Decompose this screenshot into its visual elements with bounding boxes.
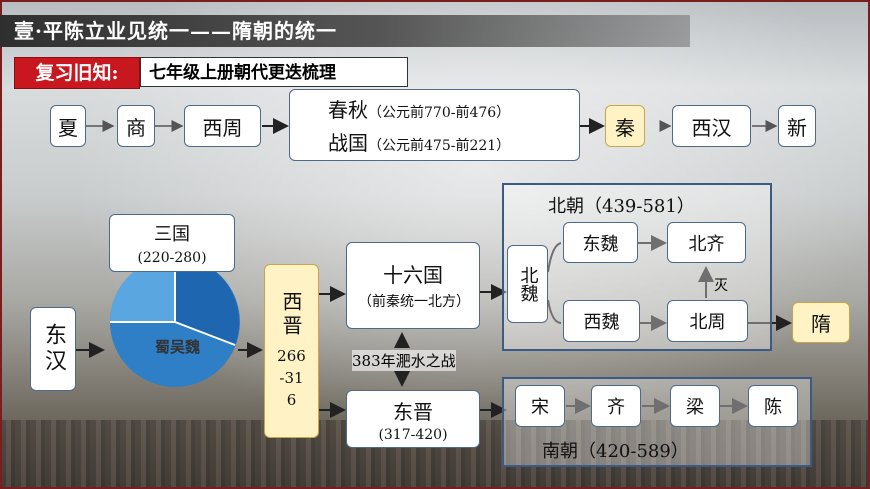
beiwei-label: 北魏 <box>517 266 539 302</box>
dynasty-beizhou: 北周 <box>667 300 748 342</box>
dynasty-liang: 梁 <box>670 385 720 427</box>
dynasty-sui: 隋 <box>792 302 850 343</box>
dynasty-donghan: 东汉 <box>30 307 76 391</box>
nanchao-title: 南朝（420-589） <box>542 441 689 462</box>
xijin-label: 西晋 <box>279 291 303 339</box>
dynasty-xia: 夏 <box>50 105 86 147</box>
mie-label: 灭 <box>714 278 728 294</box>
zhanguo-date: （公元前475-前221） <box>368 138 511 154</box>
chunqiu-label: 春秋 <box>328 98 368 122</box>
dongjin-box: 东晋 (317-420) <box>346 390 480 448</box>
battle-label: 383年淝水之战 <box>352 350 456 371</box>
sanguo-date: (220-280) <box>137 250 207 266</box>
dongjin-date: (317-420) <box>378 426 448 443</box>
dynasty-beiqi: 北齐 <box>667 222 746 263</box>
shiliuguo-box: 十六国 （前秦统一北方） <box>346 242 480 329</box>
xijin-date: 266-316 <box>277 347 306 409</box>
sanguo-box: 三国 (220-280) <box>109 214 235 272</box>
dynasty-xijin: 西晋 266-316 <box>264 264 319 438</box>
shiliuguo-label: 十六国 <box>383 263 443 287</box>
dynasty-chunqiu-zhanguo: 春秋（公元前770-前476） 战国（公元前475-前221） <box>289 89 580 161</box>
dynasty-song: 宋 <box>515 385 565 427</box>
dynasty-dongwei: 东魏 <box>563 222 638 263</box>
dynasty-xin: 新 <box>778 105 816 147</box>
dynasty-shang: 商 <box>117 105 155 147</box>
pie-label: 蜀吴魏 <box>155 338 201 356</box>
beichao-title: 北朝（439-581） <box>548 196 695 217</box>
dongjin-label: 东晋 <box>393 399 433 424</box>
review-subtitle: 七年级上册朝代更迭梳理 <box>140 57 408 87</box>
donghan-label: 东汉 <box>41 323 66 375</box>
dynasty-qin: 秦 <box>605 105 645 147</box>
dynasty-beiwei: 北魏 <box>507 245 548 323</box>
sanguo-label: 三国 <box>154 224 190 245</box>
dynasty-xizhou: 西周 <box>184 105 261 147</box>
review-tag: 复习旧知: <box>14 57 140 89</box>
slide-title: 壹·平陈立业见统一——隋朝的统一 <box>0 15 690 47</box>
dynasty-xihan: 西汉 <box>672 105 751 147</box>
zhanguo-label: 战国 <box>328 131 368 155</box>
shiliuguo-note: （前秦统一北方） <box>358 294 470 310</box>
dynasty-chen: 陈 <box>748 385 798 427</box>
sanguo-pie <box>110 257 240 387</box>
dynasty-xiwei: 西魏 <box>563 300 640 342</box>
chunqiu-date: （公元前770-前476） <box>368 105 511 121</box>
dynasty-qi: 齐 <box>591 385 641 427</box>
